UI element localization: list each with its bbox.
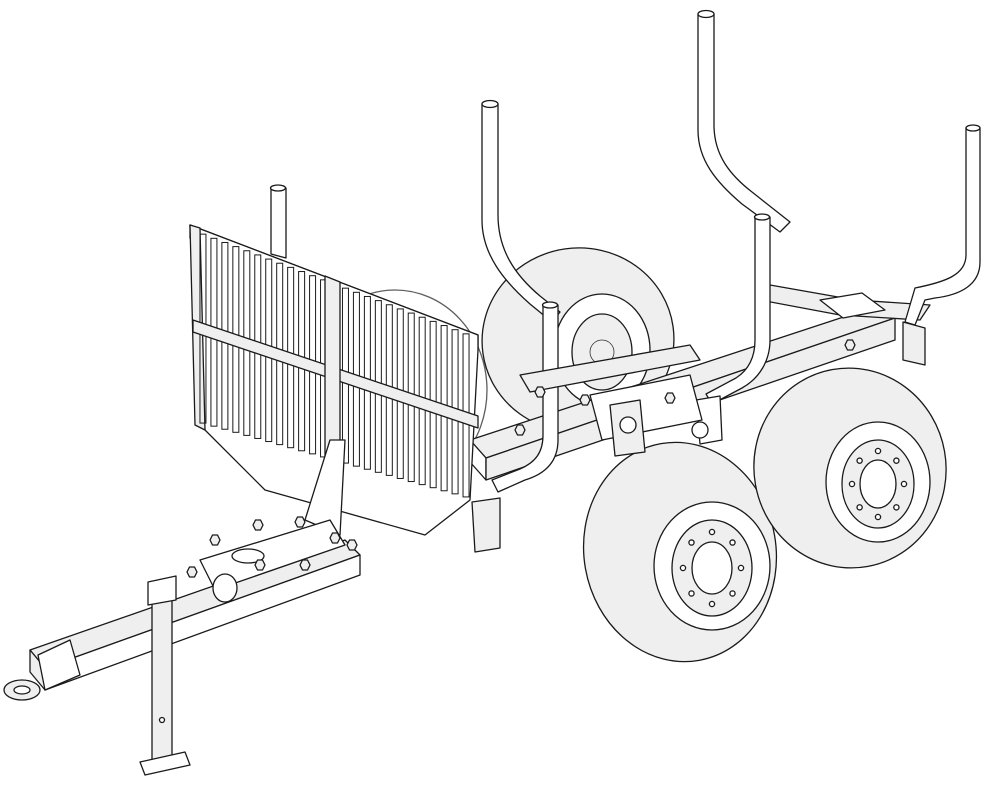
headboard-grille xyxy=(189,184,479,536)
rear-right-wheel xyxy=(753,367,947,569)
stanchion-mid-right xyxy=(695,213,771,445)
lug-nut xyxy=(729,590,736,597)
hex-bolt xyxy=(844,339,856,351)
stanchion-rear-right xyxy=(902,124,981,366)
hex-bolt xyxy=(664,392,676,404)
hex-bolt xyxy=(252,519,264,531)
jack-stand xyxy=(139,575,191,776)
hex-bolt xyxy=(346,539,358,551)
hex-bolt xyxy=(299,559,311,571)
drawbar xyxy=(3,519,361,701)
front-right-wheel xyxy=(582,441,778,663)
lug-nut xyxy=(688,590,695,597)
lug-nut xyxy=(874,513,882,521)
stanchion-front-center xyxy=(471,301,559,553)
lug-nut xyxy=(874,447,882,455)
lug-nut xyxy=(856,504,863,511)
lug-nut xyxy=(708,600,716,608)
rear-wheel-lugs xyxy=(848,447,908,521)
hex-bolt xyxy=(254,559,266,571)
lug-nut xyxy=(708,528,716,536)
lug-nut xyxy=(729,539,736,546)
hex-bolt xyxy=(329,532,341,544)
stanchion-rear-center xyxy=(697,9,791,233)
lug-nut xyxy=(893,504,900,511)
lug-nut xyxy=(688,539,695,546)
front-wheel-lugs xyxy=(679,528,745,608)
frame-bolts xyxy=(186,339,856,578)
lug-nut xyxy=(856,457,863,464)
hex-bolt xyxy=(579,394,591,406)
bogie-axle xyxy=(519,344,709,457)
lug-nut xyxy=(737,564,745,572)
hex-bolt xyxy=(209,534,221,546)
hex-bolt xyxy=(534,386,546,398)
lug-nut xyxy=(900,480,908,488)
lug-nut xyxy=(893,457,900,464)
lug-nut xyxy=(679,564,687,572)
lug-nut xyxy=(848,480,856,488)
hex-bolt xyxy=(186,566,198,578)
hex-bolt xyxy=(514,424,526,436)
hex-bolt xyxy=(294,516,306,528)
